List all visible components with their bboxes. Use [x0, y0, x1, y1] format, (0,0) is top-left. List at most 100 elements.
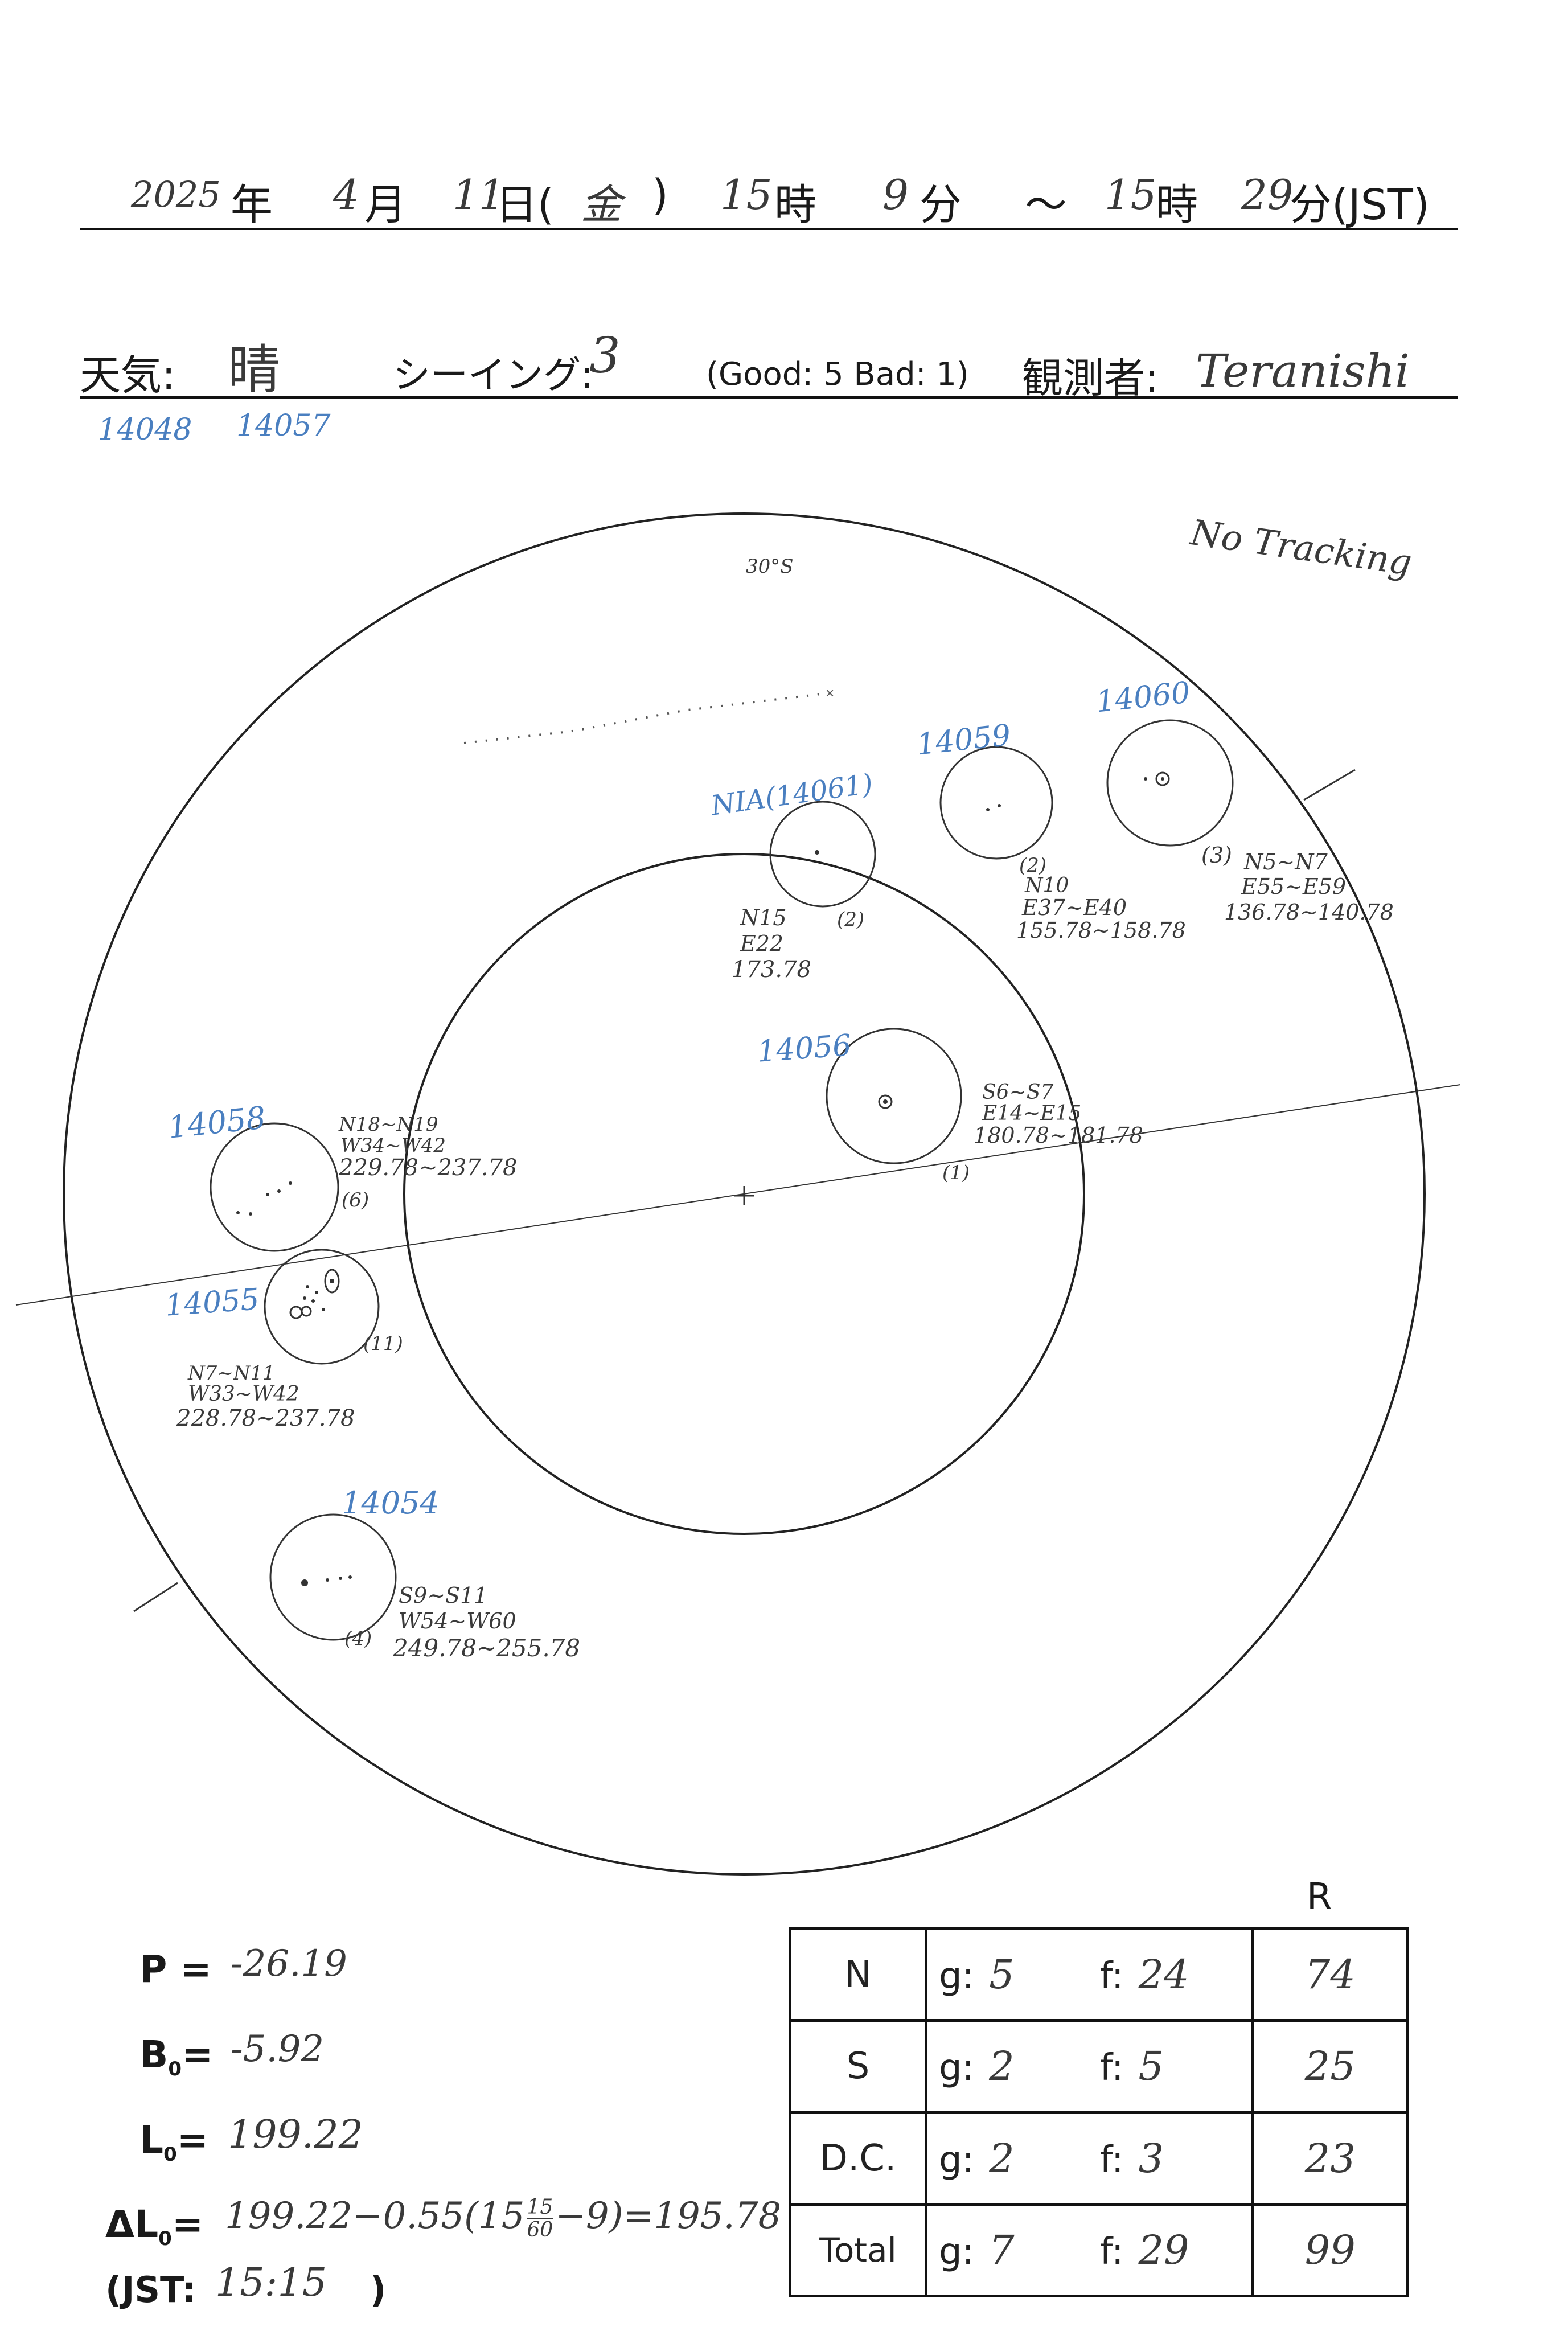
r-value: 99 [1251, 2202, 1409, 2298]
spot [348, 1575, 352, 1579]
spot [1161, 777, 1164, 781]
region-lat-14054: S9~S11 [399, 1583, 488, 1608]
region-lat-14058: N18~N19 [339, 1113, 438, 1136]
f-value: 5 [1138, 2043, 1164, 2090]
outer-disk-circle [63, 512, 1426, 1876]
spot [815, 850, 819, 855]
top-region-1: 14048 [98, 413, 192, 447]
f-key: f: [1099, 2047, 1124, 2090]
jst-close: ) [370, 2269, 387, 2311]
spot [301, 1579, 308, 1586]
header-year-unit: 年 [231, 180, 273, 229]
spot [301, 1306, 312, 1317]
spot [266, 1193, 269, 1196]
r-value: 25 [1251, 2019, 1409, 2114]
region-lat-14056: S6~S7 [982, 1081, 1054, 1104]
f-value: 3 [1138, 2135, 1164, 2182]
top-region-2: 14057 [236, 409, 331, 443]
spot [878, 1094, 893, 1109]
region-lon-14056: E14~E15 [982, 1102, 1082, 1125]
header-day-unit: 日( [495, 180, 554, 229]
region-lat-14060: N5~N7 [1244, 849, 1328, 875]
f-key: f: [1099, 2230, 1124, 2273]
header-month-unit: 月 [364, 180, 407, 229]
region-lon-14061: E22 [740, 931, 784, 956]
row-label-total: Total [789, 2202, 927, 2298]
seeing-scale: (Good: 5 Bad: 1) [706, 356, 969, 393]
header-paren-close: ) [652, 171, 668, 220]
region-id-14054: 14054 [342, 1485, 440, 1521]
spot [1155, 771, 1170, 786]
spot [277, 1189, 281, 1193]
top-mark-note: 30°S [746, 555, 794, 578]
b0-label: B0= [139, 2033, 214, 2081]
row-label-n: N [789, 1927, 927, 2022]
p-label: P = [139, 1947, 212, 1991]
region-lng-14061: 173.78 [732, 957, 811, 983]
observer-value: Teranishi [1196, 344, 1410, 397]
region-circle-14060 [1106, 719, 1234, 847]
region-count-14058: (6) [342, 1189, 370, 1212]
region-count-14054: (4) [344, 1627, 372, 1650]
b0-value: -5.92 [231, 2028, 325, 2070]
header-start-min: 9 [882, 171, 909, 219]
seeing-value: 3 [589, 327, 621, 384]
region-lat-14055: N7~N11 [188, 1362, 275, 1385]
seeing-label: シーイング: [393, 353, 594, 397]
spot [249, 1212, 252, 1216]
l0-value: 199.22 [228, 2112, 363, 2157]
spot [311, 1299, 315, 1303]
l0-label: L0= [139, 2118, 209, 2166]
spot [883, 1099, 888, 1104]
region-lng-14058: 229.78~237.78 [339, 1155, 518, 1181]
g-value: 5 [989, 1951, 1015, 1998]
spot [236, 1211, 240, 1214]
header-weekday: 金 [581, 180, 622, 228]
r-value: 23 [1251, 2111, 1409, 2206]
dl0-label: ΔL0= [105, 2202, 204, 2251]
spot [322, 1308, 325, 1311]
region-circle-14056 [826, 1028, 962, 1164]
header-day: 11 [453, 171, 505, 219]
region-id-14055: 14055 [164, 1282, 261, 1323]
b0-subscript: 0 [168, 2058, 182, 2081]
header-start-hour-unit: 時 [774, 180, 816, 229]
dotted-trace [463, 692, 826, 744]
spot [339, 1577, 342, 1580]
spot [1144, 777, 1147, 781]
region-lon-14059: E37~E40 [1022, 895, 1127, 920]
l0-subscript: 0 [163, 2143, 177, 2166]
region-count-14060: (3) [1201, 843, 1232, 868]
spot [324, 1269, 340, 1294]
header-rule [80, 228, 1458, 230]
axis-tick-upper-right [1303, 769, 1356, 801]
f-value: 29 [1138, 2226, 1189, 2273]
header-month: 4 [333, 171, 359, 219]
region-id-14056: 14056 [756, 1028, 853, 1069]
region-lng-14056: 180.78~181.78 [974, 1123, 1143, 1148]
region-count-14056: (1) [942, 1162, 970, 1184]
spot [330, 1279, 334, 1283]
jst-label: (JST: [105, 2269, 196, 2311]
region-lng-14055: 228.78~237.78 [176, 1405, 355, 1431]
region-circle-14054 [269, 1513, 397, 1641]
g-value: 2 [989, 2043, 1015, 2090]
spot [998, 804, 1001, 807]
header-end-hour: 15 [1105, 171, 1157, 219]
region-lon-14060: E55~E59 [1241, 874, 1347, 899]
header-start-hour: 15 [720, 171, 773, 219]
f-key: f: [1099, 2139, 1124, 2181]
spot [306, 1285, 309, 1288]
region-count-14055: (11) [363, 1332, 403, 1355]
region-count-14061: (2) [837, 908, 865, 931]
p-value: -26.19 [231, 1943, 347, 1985]
spot [326, 1578, 329, 1582]
